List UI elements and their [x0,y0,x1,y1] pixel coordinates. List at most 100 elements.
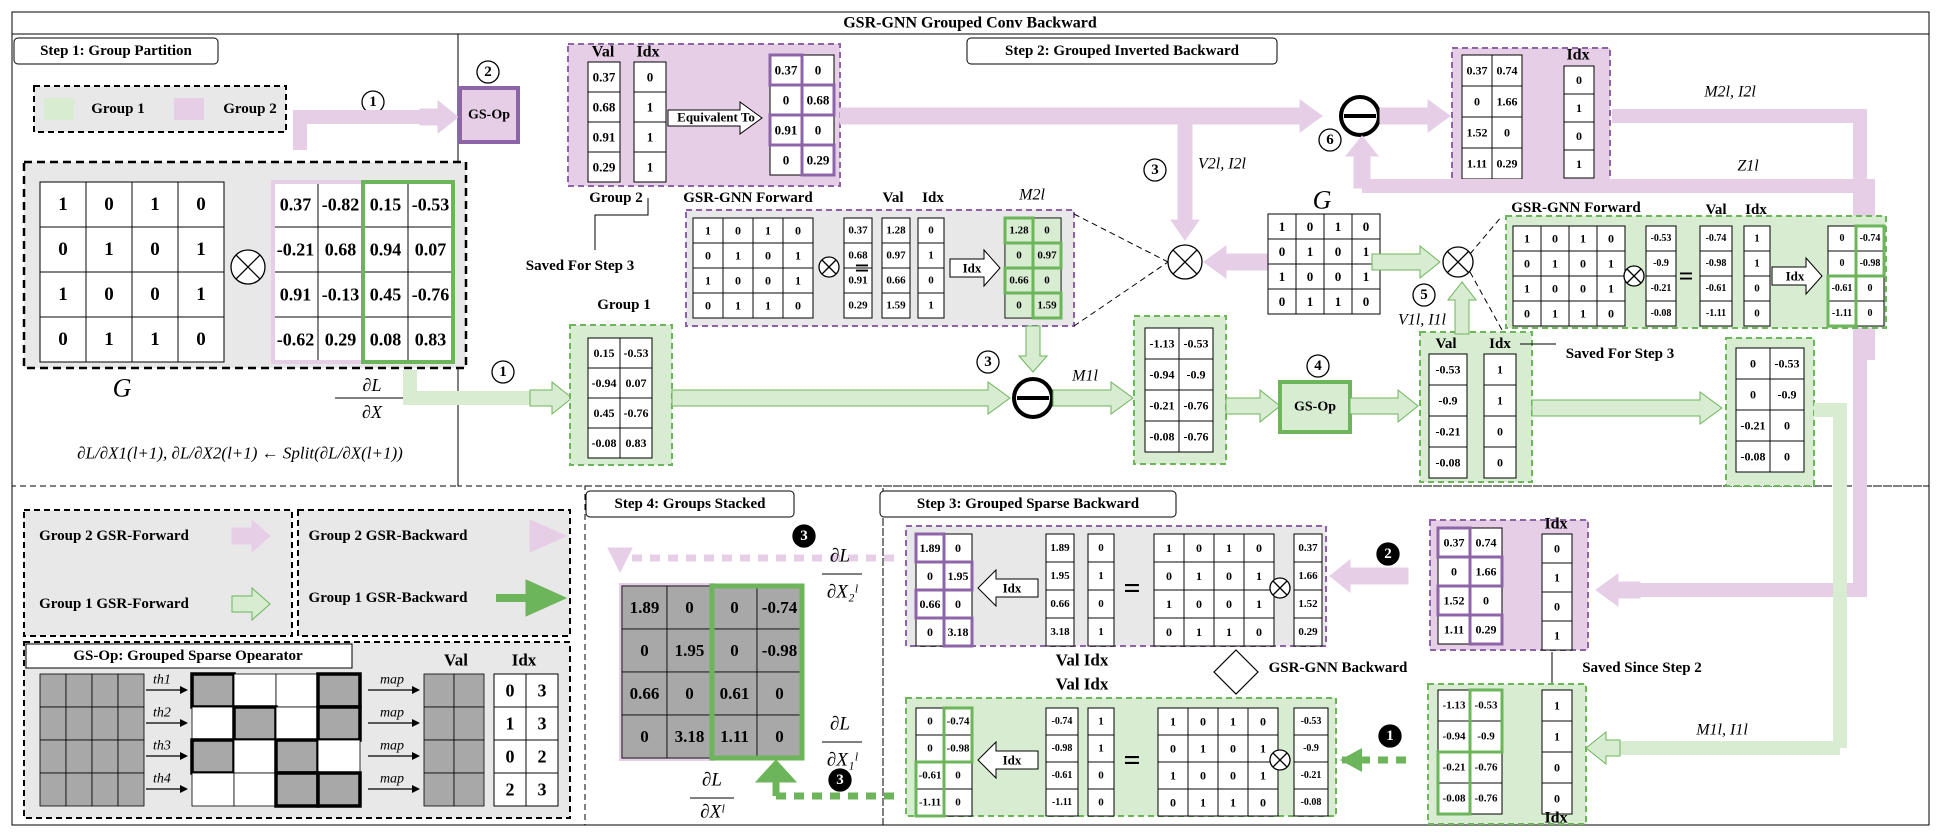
equals-sign: = [1123,744,1140,777]
matrix-cell [843,292,873,319]
matrix-cell [525,772,559,807]
step-number: 2 [1384,546,1392,562]
matrix-value: -0.13 [322,285,360,305]
matrix-value: -0.21 [1436,425,1461,439]
line [1073,213,1169,263]
matrix-value: 1.11 [1444,623,1464,637]
matrix-value: 0 [1483,594,1489,608]
matrix-value: 0 [955,541,961,555]
matrix-value: 1 [1335,219,1342,234]
gsop-grid [39,673,145,807]
matrix-value: 1 [1307,294,1314,309]
matrix-cell [1087,617,1115,647]
matrix-value: 0.74 [1476,536,1497,550]
idx-header: Idx [636,44,659,61]
idx-header: Idx [512,651,537,670]
matrix-value: -0.53 [1651,233,1672,244]
matrix-value: 1 [735,299,741,313]
matrix-value: 0 [1335,269,1342,284]
matrix-value: 0.37 [1298,542,1318,554]
step-number-circle [1378,724,1402,748]
g2-fwd-label: Group 2 GSR-Forward [39,528,189,544]
matrix-value: 0.97 [1037,250,1057,262]
matrix-value: -0.9 [1477,731,1495,743]
matrix-value: 0 [955,597,961,611]
matrix-value: 1.66 [1298,570,1318,582]
matrix-value: -0.53 [1301,716,1322,727]
G-label: G [113,374,132,403]
grid-cell [453,706,485,741]
matrix-value: 0 [927,625,933,639]
matrix-value: 1 [506,714,515,734]
matrix-cell [1004,267,1034,294]
matrix-value: -0.62 [277,330,315,350]
matrix-value: -0.74 [947,716,970,728]
matrix-value: 1 [705,224,711,238]
val-header: Val [1435,336,1456,352]
matrix-value: 0 [1260,796,1266,810]
equivalent-to-label: Equivalent To [677,110,755,125]
V2I2-label: V2l, I2l [1198,156,1247,173]
matrix-value: 0 [783,93,790,108]
arrow-to-m1 [1052,381,1134,415]
matrix-value: 1.52 [1298,598,1318,610]
matrix-value: -0.9 [1439,394,1458,408]
matrix-value: 0 [1504,126,1510,140]
map-label: map [380,673,404,688]
idx-arrow-label: Idx [1786,269,1805,284]
matrix-value: 0 [775,727,784,746]
box [1436,526,1472,559]
saved-step3-label: Saved For Step 3 [526,258,634,274]
step3-title: Step 3: Grouped Sparse Backward [917,496,1140,512]
matrix-cell [1178,420,1214,453]
matrix-value: 0 [1608,307,1614,321]
matrix-cell [1428,446,1468,479]
matrix-value: 1.89 [920,541,941,555]
matrix-value: 0.94 [370,240,402,260]
matrix-value: 0 [955,770,961,782]
equals-sign: = [1123,572,1140,605]
matrix-value: 2 [538,747,547,767]
s3-g1-val: -0.74-0.98-0.61-1.11 [1045,707,1079,817]
step-number-circle [976,350,1000,374]
threshold-label: th4 [153,772,171,787]
matrix-value: 0.83 [415,330,447,350]
matrix-value: 0.66 [886,275,906,287]
grid-cell [316,672,362,709]
matrix-value: 1 [1497,394,1503,408]
matrix-value: 1 [795,274,801,288]
idx-arrow-label: Idx [1003,581,1022,596]
matrix-value: 0.66 [630,684,660,703]
grid-cell [423,739,455,774]
matrix-value: 1 [1554,629,1560,643]
matrix-cell [666,671,713,716]
matrix-cell [1032,292,1062,319]
matrix-value: 0.15 [370,195,402,215]
arrow-to-step3-green [1585,730,1621,766]
dLdXl-den: ∂Xˡ [700,802,725,823]
matrix-value: 0 [1256,625,1262,639]
matrix-cell [1293,788,1329,817]
matrix-value: 1 [1098,570,1104,582]
gsop-val: -0.53-0.9-0.21-0.08 [1428,353,1468,479]
matrix-value: -0.74 [1706,233,1727,244]
matrix-value: -0.53 [1475,700,1498,712]
green-down-path [1814,403,1847,748]
step-number-circle [828,768,852,792]
matrix-value: 1 [1754,258,1760,270]
matrix-value: -0.21 [1651,283,1672,294]
M2-label: M2l [1018,187,1045,204]
matrix-value: 0 [1098,797,1104,809]
arrow-group1-right [671,381,1011,415]
matrix-value: 0.37 [280,195,312,215]
grid-cell [233,772,277,807]
val-idx-header: Val Idx [1056,675,1109,694]
matrix-value: 0.66 [1050,598,1070,610]
line [1272,580,1288,596]
matrix-value: 0 [1580,282,1586,296]
